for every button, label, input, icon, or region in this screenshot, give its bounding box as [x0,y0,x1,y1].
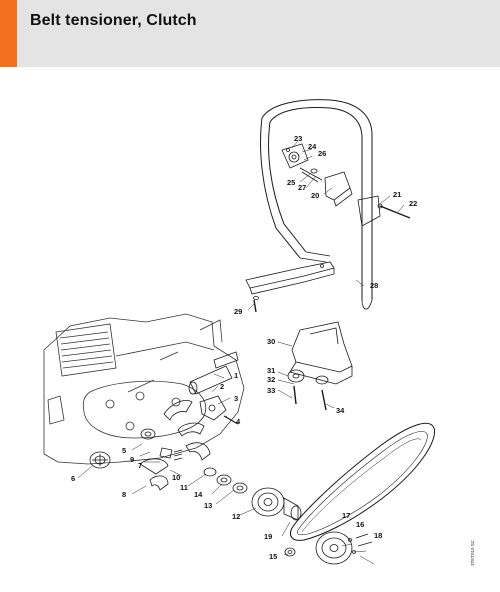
v-belt-drawing [290,422,436,541]
bearing-and-bracket-drawing [188,351,239,425]
part-label-20: 20 [311,191,319,200]
part-label-15: 15 [269,552,277,561]
part-label-12: 12 [232,512,240,521]
part-label-32: 32 [267,375,275,384]
page-header: Belt tensioner, Clutch [0,0,500,67]
part-label-1: 1 [234,371,238,380]
part-label-7: 7 [138,461,142,470]
handlebar-drawing [245,99,373,310]
part-label-34: 34 [336,406,345,415]
part-label-24: 24 [308,142,317,151]
part-label-9: 9 [130,455,134,464]
part-label-27: 27 [298,183,306,192]
exploded-parts-diagram: 1 2 3 4 5 6 7 8 9 10 11 12 13 14 15 16 1… [0,67,500,587]
clutch-parts-drawing [89,400,248,494]
part-label-31: 31 [267,366,275,375]
part-label-5: 5 [122,446,126,455]
part-label-22: 22 [409,199,417,208]
part-label-13: 13 [204,501,212,510]
pulley-drawing [284,531,373,565]
part-number-labels: 1 2 3 4 5 6 7 8 9 10 11 12 13 14 15 16 1… [71,134,417,561]
part-label-30: 30 [267,337,275,346]
header-accent-bar [0,0,17,67]
page-title: Belt tensioner, Clutch [30,12,197,29]
drawing-reference-code: 3TET010 SC [470,539,475,566]
part-label-10: 10 [172,473,180,482]
part-label-2: 2 [220,382,224,391]
part-label-17: 17 [342,511,350,520]
part-label-23: 23 [294,134,302,143]
part-label-29: 29 [234,307,242,316]
part-label-4: 4 [236,417,241,426]
part-label-8: 8 [122,490,126,499]
part-label-21: 21 [393,190,401,199]
part-label-6: 6 [71,474,75,483]
part-label-16: 16 [356,520,364,529]
part-label-25: 25 [287,178,295,187]
part-label-3: 3 [234,394,238,403]
part-label-11: 11 [180,483,188,492]
part-label-18: 18 [374,531,382,540]
part-label-19: 19 [264,532,272,541]
tensioner-small-parts [281,143,411,227]
part-label-14: 14 [194,490,203,499]
clutch-drum-drawing [251,487,302,521]
leader-lines [77,140,405,565]
part-label-26: 26 [318,149,326,158]
engine-block-drawing [43,313,245,465]
part-label-33: 33 [267,386,275,395]
part-label-28: 28 [370,281,378,290]
